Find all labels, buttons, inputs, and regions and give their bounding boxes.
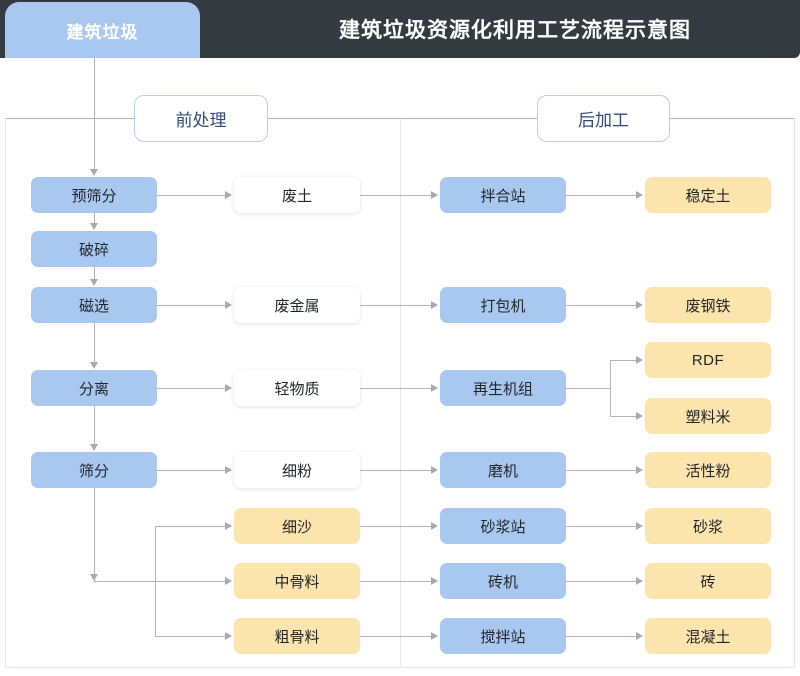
node-plastic-pellet[interactable]: 塑料米 <box>645 398 771 434</box>
arrowhead-separate-to-screen <box>90 444 98 451</box>
connector-mortarstation-to-mortar <box>566 526 636 527</box>
arrowhead-finepowder-to-grinder <box>431 466 438 474</box>
node-medium-aggregate[interactable]: 中骨料 <box>234 563 360 599</box>
node-pre-screen[interactable]: 预筛分 <box>31 177 157 213</box>
arrowhead-bus-to-finesand <box>225 522 232 530</box>
arrowhead-magnetic-to-wastemetal <box>225 301 232 309</box>
connector-brickmachine-to-brick <box>566 581 636 582</box>
connector-recycleunit-split-riser <box>610 360 611 416</box>
arrowhead-coarseaggregate-to-concretestation <box>431 632 438 640</box>
node-fine-sand[interactable]: 细沙 <box>234 508 360 544</box>
arrowhead-brickmachine-to-brick <box>636 577 643 585</box>
connector-wastemetal-to-baler <box>360 305 431 306</box>
section-chip-pretreatment[interactable]: 前处理 <box>134 95 268 142</box>
connector-recycleunit-to-rdf <box>610 360 636 361</box>
node-crush[interactable]: 破碎 <box>31 231 157 267</box>
section-rule-right <box>668 118 794 119</box>
connector-crush-to-magnetic <box>94 267 95 280</box>
arrowhead-wastemetal-to-baler <box>431 301 438 309</box>
arrowhead-wastesoil-to-mixingstation <box>431 191 438 199</box>
node-rdf[interactable]: RDF <box>645 342 771 378</box>
section-chip-postprocessing[interactable]: 后加工 <box>537 95 670 142</box>
node-mixing-station[interactable]: 拌合站 <box>440 177 566 213</box>
connector-lightmaterial-to-recycleunit <box>360 388 431 389</box>
connector-bus-to-coarseaggregate <box>155 636 225 637</box>
node-mortar[interactable]: 砂浆 <box>645 508 771 544</box>
node-brick-machine[interactable]: 砖机 <box>440 563 566 599</box>
arrowhead-separate-to-lightmaterial <box>225 384 232 392</box>
node-mortar-station[interactable]: 砂浆站 <box>440 508 566 544</box>
connector-source-to-prescreen <box>94 58 95 170</box>
connector-grinder-to-activepowder <box>566 470 636 471</box>
node-brick[interactable]: 砖 <box>645 563 771 599</box>
arrowhead-mediumaggregate-to-brickmachine <box>431 577 438 585</box>
stage-divider <box>400 118 401 668</box>
connector-mixingstation-to-stabilizedsoil <box>566 195 636 196</box>
connector-screen-to-finepowder <box>157 470 225 471</box>
connector-screen-bus-horizontal <box>94 581 155 582</box>
section-rule-left <box>6 118 134 119</box>
node-grinder[interactable]: 磨机 <box>440 452 566 488</box>
arrowhead-grinder-to-activepowder <box>636 466 643 474</box>
node-waste-soil[interactable]: 废土 <box>234 177 360 213</box>
node-waste-metal[interactable]: 废金属 <box>234 287 360 323</box>
node-stabilized-soil[interactable]: 稳定土 <box>645 177 771 213</box>
connector-finepowder-to-grinder <box>360 470 431 471</box>
arrowhead-prescreen-to-crush <box>90 223 98 230</box>
connector-concretestation-to-concrete <box>566 636 636 637</box>
arrowhead-bus-to-mediumaggregate <box>225 577 232 585</box>
connector-separate-to-lightmaterial <box>157 388 225 389</box>
arrowhead-finesand-to-mortarstation <box>431 522 438 530</box>
node-scrap-steel[interactable]: 废钢铁 <box>645 287 771 323</box>
connector-magnetic-to-separate <box>94 323 95 363</box>
connector-coarseaggregate-to-concretestation <box>360 636 431 637</box>
node-screening[interactable]: 筛分 <box>31 452 157 488</box>
section-rule-middle <box>266 118 537 119</box>
connector-mediumaggregate-to-brickmachine <box>360 581 431 582</box>
connector-screen-bus-vertical <box>94 488 95 581</box>
arrowhead-screen-bus <box>90 574 98 581</box>
arrowhead-prescreen-to-wastesoil <box>225 191 232 199</box>
arrowhead-recycleunit-to-rdf <box>636 356 643 364</box>
arrowhead-mortarstation-to-mortar <box>636 522 643 530</box>
page-title: 建筑垃圾资源化利用工艺流程示意图 <box>339 19 691 42</box>
source-tab-construction-waste[interactable]: 建筑垃圾 <box>5 2 200 58</box>
node-recycle-unit[interactable]: 再生机组 <box>440 370 566 406</box>
node-fine-powder[interactable]: 细粉 <box>234 452 360 488</box>
arrowhead-concretestation-to-concrete <box>636 632 643 640</box>
connector-recycleunit-to-plasticpellet <box>610 416 636 417</box>
node-active-powder[interactable]: 活性粉 <box>645 452 771 488</box>
node-concrete-station[interactable]: 搅拌站 <box>440 618 566 654</box>
connector-prescreen-to-crush <box>94 213 95 224</box>
node-separation[interactable]: 分离 <box>31 370 157 406</box>
node-coarse-aggregate[interactable]: 粗骨料 <box>234 618 360 654</box>
arrowhead-screen-to-finepowder <box>225 466 232 474</box>
arrowhead-lightmaterial-to-recycleunit <box>431 384 438 392</box>
arrowhead-source-to-prescreen <box>90 169 98 176</box>
connector-recycleunit-stem <box>566 388 610 389</box>
node-magnetic-separation[interactable]: 磁选 <box>31 287 157 323</box>
connector-magnetic-to-wastemetal <box>157 305 225 306</box>
connector-baler-to-scrapsteel <box>566 305 636 306</box>
arrowhead-recycleunit-to-plasticpellet <box>636 412 643 420</box>
node-baler[interactable]: 打包机 <box>440 287 566 323</box>
arrowhead-magnetic-to-separate <box>90 362 98 369</box>
connector-wastesoil-to-mixingstation <box>360 195 431 196</box>
connector-finesand-to-mortarstation <box>360 526 431 527</box>
connector-separate-to-screen <box>94 406 95 445</box>
connector-bus-to-mediumaggregate <box>155 581 225 582</box>
arrowhead-mixingstation-to-stabilizedsoil <box>636 191 643 199</box>
node-concrete[interactable]: 混凝土 <box>645 618 771 654</box>
connector-prescreen-to-wastesoil <box>157 195 225 196</box>
arrowhead-bus-to-coarseaggregate <box>225 632 232 640</box>
arrowhead-baler-to-scrapsteel <box>636 301 643 309</box>
connector-bus-to-finesand <box>155 526 225 527</box>
node-light-material[interactable]: 轻物质 <box>234 370 360 406</box>
arrowhead-crush-to-magnetic <box>90 279 98 286</box>
